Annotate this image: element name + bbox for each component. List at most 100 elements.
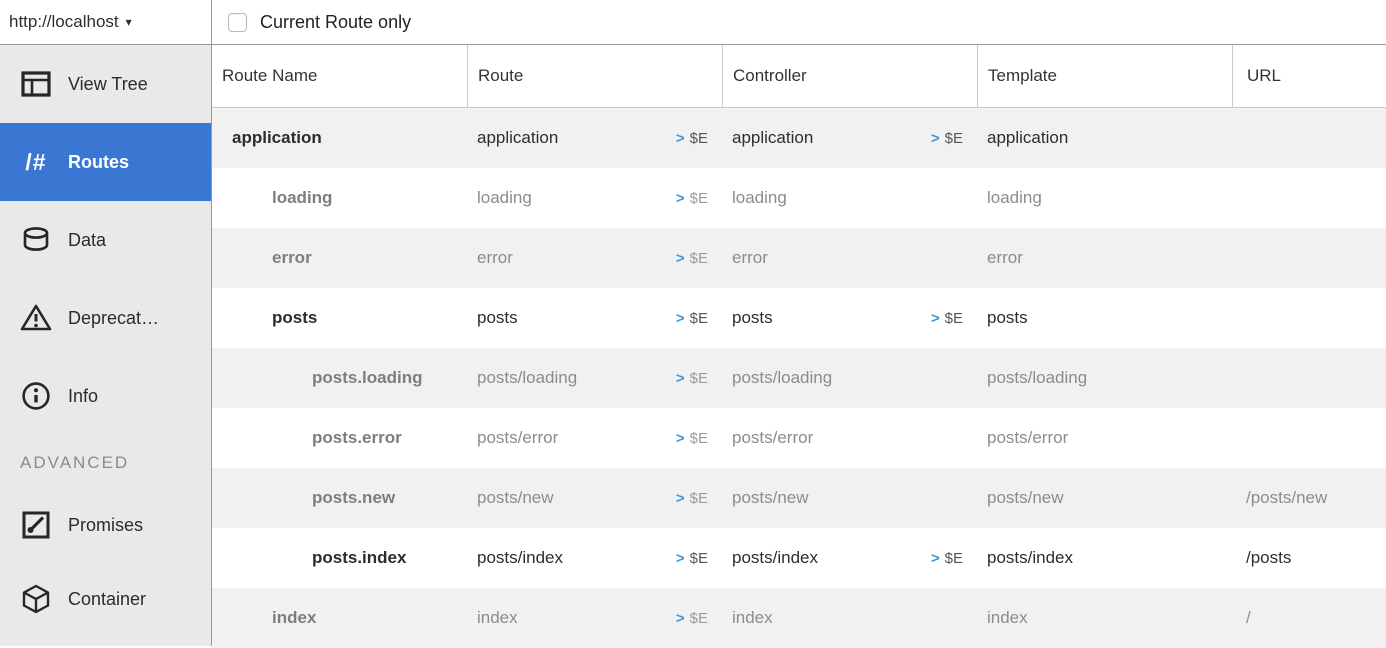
send-to-console-link[interactable]: >$E: [676, 190, 708, 207]
route-row-loading[interactable]: loading loading >$E loading loading: [212, 168, 1386, 228]
controller-value: posts/new: [732, 488, 809, 507]
url-value: /: [1246, 608, 1251, 627]
url-value: [1232, 168, 1386, 228]
column-header-route-name: Route Name: [222, 66, 318, 85]
sidebar-section-advanced: ADVANCED: [20, 452, 130, 472]
sidebar-item-label: Promises: [68, 514, 144, 535]
cube-icon: [18, 581, 54, 617]
send-to-console-link[interactable]: >$E: [931, 550, 963, 567]
route-value: index: [477, 608, 518, 627]
route-name-label: posts.loading: [312, 368, 423, 387]
send-to-console-link[interactable]: >$E: [676, 310, 708, 327]
route-value: posts: [477, 308, 518, 327]
send-to-console-link[interactable]: >$E: [676, 610, 708, 627]
url-value: [1232, 288, 1386, 348]
controller-value: error: [732, 248, 768, 267]
chevron-right-icon: >: [675, 489, 685, 507]
send-to-console-link[interactable]: >$E: [931, 310, 963, 327]
send-to-console-link[interactable]: >$E: [676, 550, 708, 567]
sidebar-item-routes[interactable]: /# Routes: [0, 123, 211, 201]
chevron-right-icon: >: [675, 609, 685, 627]
route-name-label: loading: [272, 188, 333, 207]
chevron-right-icon: >: [675, 549, 685, 567]
send-to-console-link[interactable]: >$E: [676, 250, 708, 267]
inspect-label: $E: [689, 429, 708, 447]
info-circle-icon: [18, 378, 54, 414]
url-value: [1232, 348, 1386, 408]
sidebar-item-label: Routes: [68, 151, 130, 172]
stopwatch-icon: [18, 507, 54, 543]
url-value: [1232, 408, 1386, 468]
route-filter-bar: Current Route only: [212, 0, 411, 44]
routes-table-header: Route Name Route Controller Template URL: [212, 45, 1386, 108]
inspect-label: $E: [689, 249, 708, 267]
inspect-label: $E: [689, 369, 708, 387]
sidebar-item-label: Data: [68, 229, 107, 250]
chevron-right-icon: >: [675, 249, 685, 267]
route-name-label: posts.error: [312, 428, 402, 447]
url-value: /posts/new: [1246, 488, 1328, 507]
host-selector[interactable]: http://localhost ▾: [0, 0, 212, 44]
inspect-label: $E: [689, 129, 708, 147]
current-route-only-checkbox[interactable]: [228, 12, 247, 32]
sidebar-item-view-tree[interactable]: View Tree: [0, 45, 211, 123]
sidebar-item-deprecations[interactable]: Deprecat…: [0, 279, 211, 357]
chevron-right-icon: >: [675, 369, 685, 387]
send-to-console-link[interactable]: >$E: [676, 130, 708, 147]
sidebar-item-label: Deprecat…: [68, 307, 160, 328]
url-value: [1232, 108, 1386, 168]
column-header-url: URL: [1232, 45, 1386, 107]
template-value: posts: [987, 308, 1028, 327]
inspect-label: $E: [689, 189, 708, 207]
template-value: loading: [987, 188, 1042, 207]
column-header-controller: Controller: [722, 45, 977, 107]
sidebar-item-promises[interactable]: Promises: [0, 490, 211, 560]
template-value: posts/error: [987, 428, 1069, 447]
chevron-right-icon: >: [675, 309, 685, 327]
route-value: loading: [477, 188, 532, 207]
route-row-posts.error[interactable]: posts.error posts/error >$E posts/error post…: [212, 408, 1386, 468]
send-to-console-link[interactable]: >$E: [676, 370, 708, 387]
send-to-console-link[interactable]: >$E: [676, 490, 708, 507]
controller-value: posts/error: [732, 428, 814, 447]
sidebar-item-info[interactable]: Info: [0, 357, 211, 435]
route-value: application: [477, 128, 559, 147]
send-to-console-link[interactable]: >$E: [676, 430, 708, 447]
controller-value: index: [732, 608, 773, 627]
controller-value: loading: [732, 188, 787, 207]
caret-down-icon: ▾: [125, 15, 132, 29]
warning-triangle-icon: [18, 300, 54, 336]
controller-value: posts: [732, 308, 773, 327]
url-value: [1232, 228, 1386, 288]
column-header-route: Route: [467, 45, 722, 107]
database-icon: [18, 222, 54, 258]
send-to-console-link[interactable]: >$E: [931, 130, 963, 147]
view-tree-icon: [18, 66, 54, 102]
host-label: http://localhost: [9, 12, 119, 31]
inspect-label: $E: [689, 489, 708, 507]
route-name-label: error: [272, 248, 312, 267]
controller-value: application: [732, 128, 814, 147]
controller-value: posts/index: [732, 548, 818, 567]
inspect-label: $E: [944, 549, 963, 567]
template-value: posts/new: [987, 488, 1064, 507]
inspect-label: $E: [944, 309, 963, 327]
route-value: posts/index: [477, 548, 563, 567]
sidebar-item-label: View Tree: [68, 73, 148, 94]
chevron-right-icon: >: [675, 129, 685, 147]
sidebar-item-container[interactable]: Container: [0, 560, 211, 638]
route-value: posts/error: [477, 428, 559, 447]
column-header-template: Template: [977, 45, 1232, 107]
inspect-label: $E: [689, 609, 708, 627]
chevron-right-icon: >: [675, 189, 685, 207]
sidebar-item-data[interactable]: Data: [0, 201, 211, 279]
topbar: http://localhost ▾ Current Route only: [0, 0, 1386, 45]
inspect-label: $E: [689, 549, 708, 567]
